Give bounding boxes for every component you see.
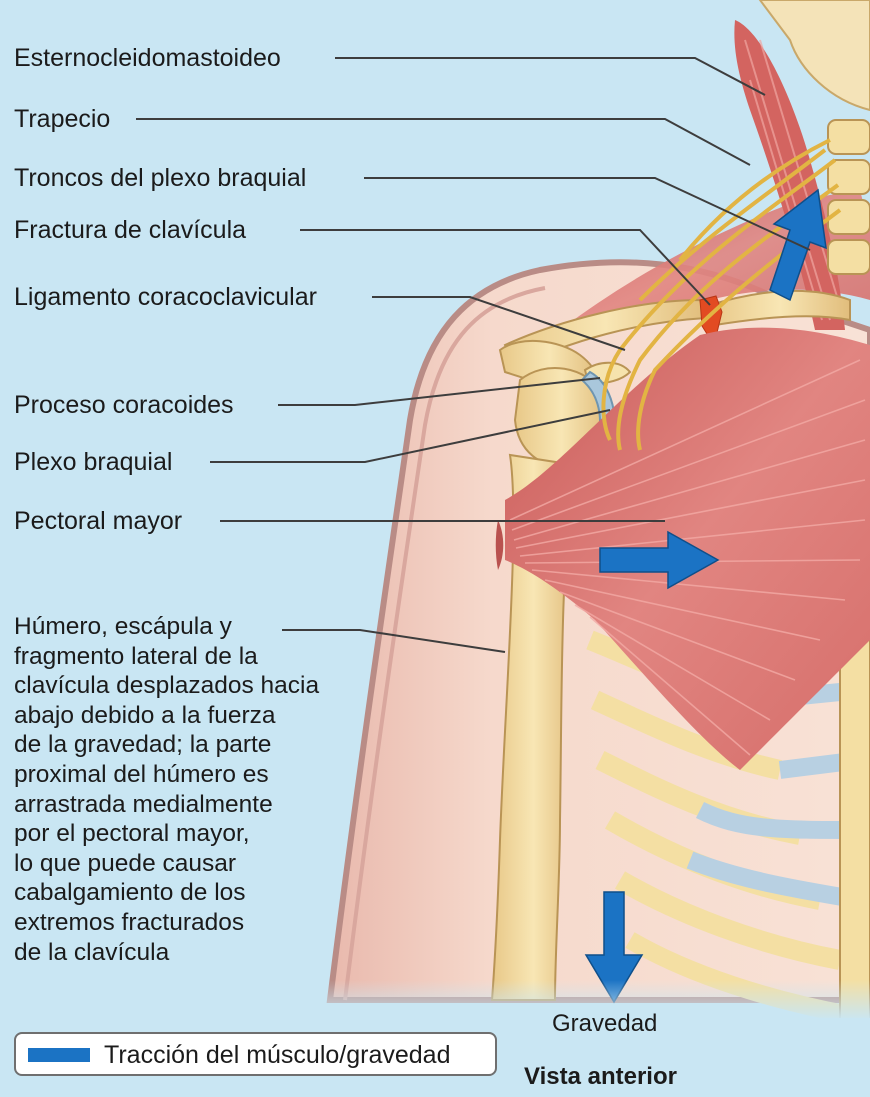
- label-proceso-coracoides: Proceso coracoides: [14, 390, 234, 420]
- label-trapecio: Trapecio: [14, 104, 110, 134]
- legend-box: Tracción del músculo/gravedad: [14, 1032, 497, 1076]
- label-fractura-clavicula: Fractura de clavícula: [14, 215, 246, 245]
- blue-arrow-icon: [28, 1048, 90, 1062]
- label-troncos-plexo: Troncos del plexo braquial: [14, 163, 306, 193]
- gravity-label: Gravedad: [552, 1010, 657, 1038]
- legend-label: Tracción del músculo/gravedad: [104, 1040, 450, 1070]
- sternum: [840, 640, 870, 1020]
- label-esternocleidomastoideo: Esternocleidomastoideo: [14, 43, 281, 73]
- view-label: Vista anterior: [524, 1063, 677, 1091]
- label-ligamento-coracoclavicular: Ligamento coracoclavicular: [14, 282, 317, 312]
- description-text: Húmero, escápula y fragmento lateral de …: [14, 612, 319, 967]
- label-pectoral-mayor: Pectoral mayor: [14, 506, 182, 536]
- label-plexo-braquial: Plexo braquial: [14, 447, 172, 477]
